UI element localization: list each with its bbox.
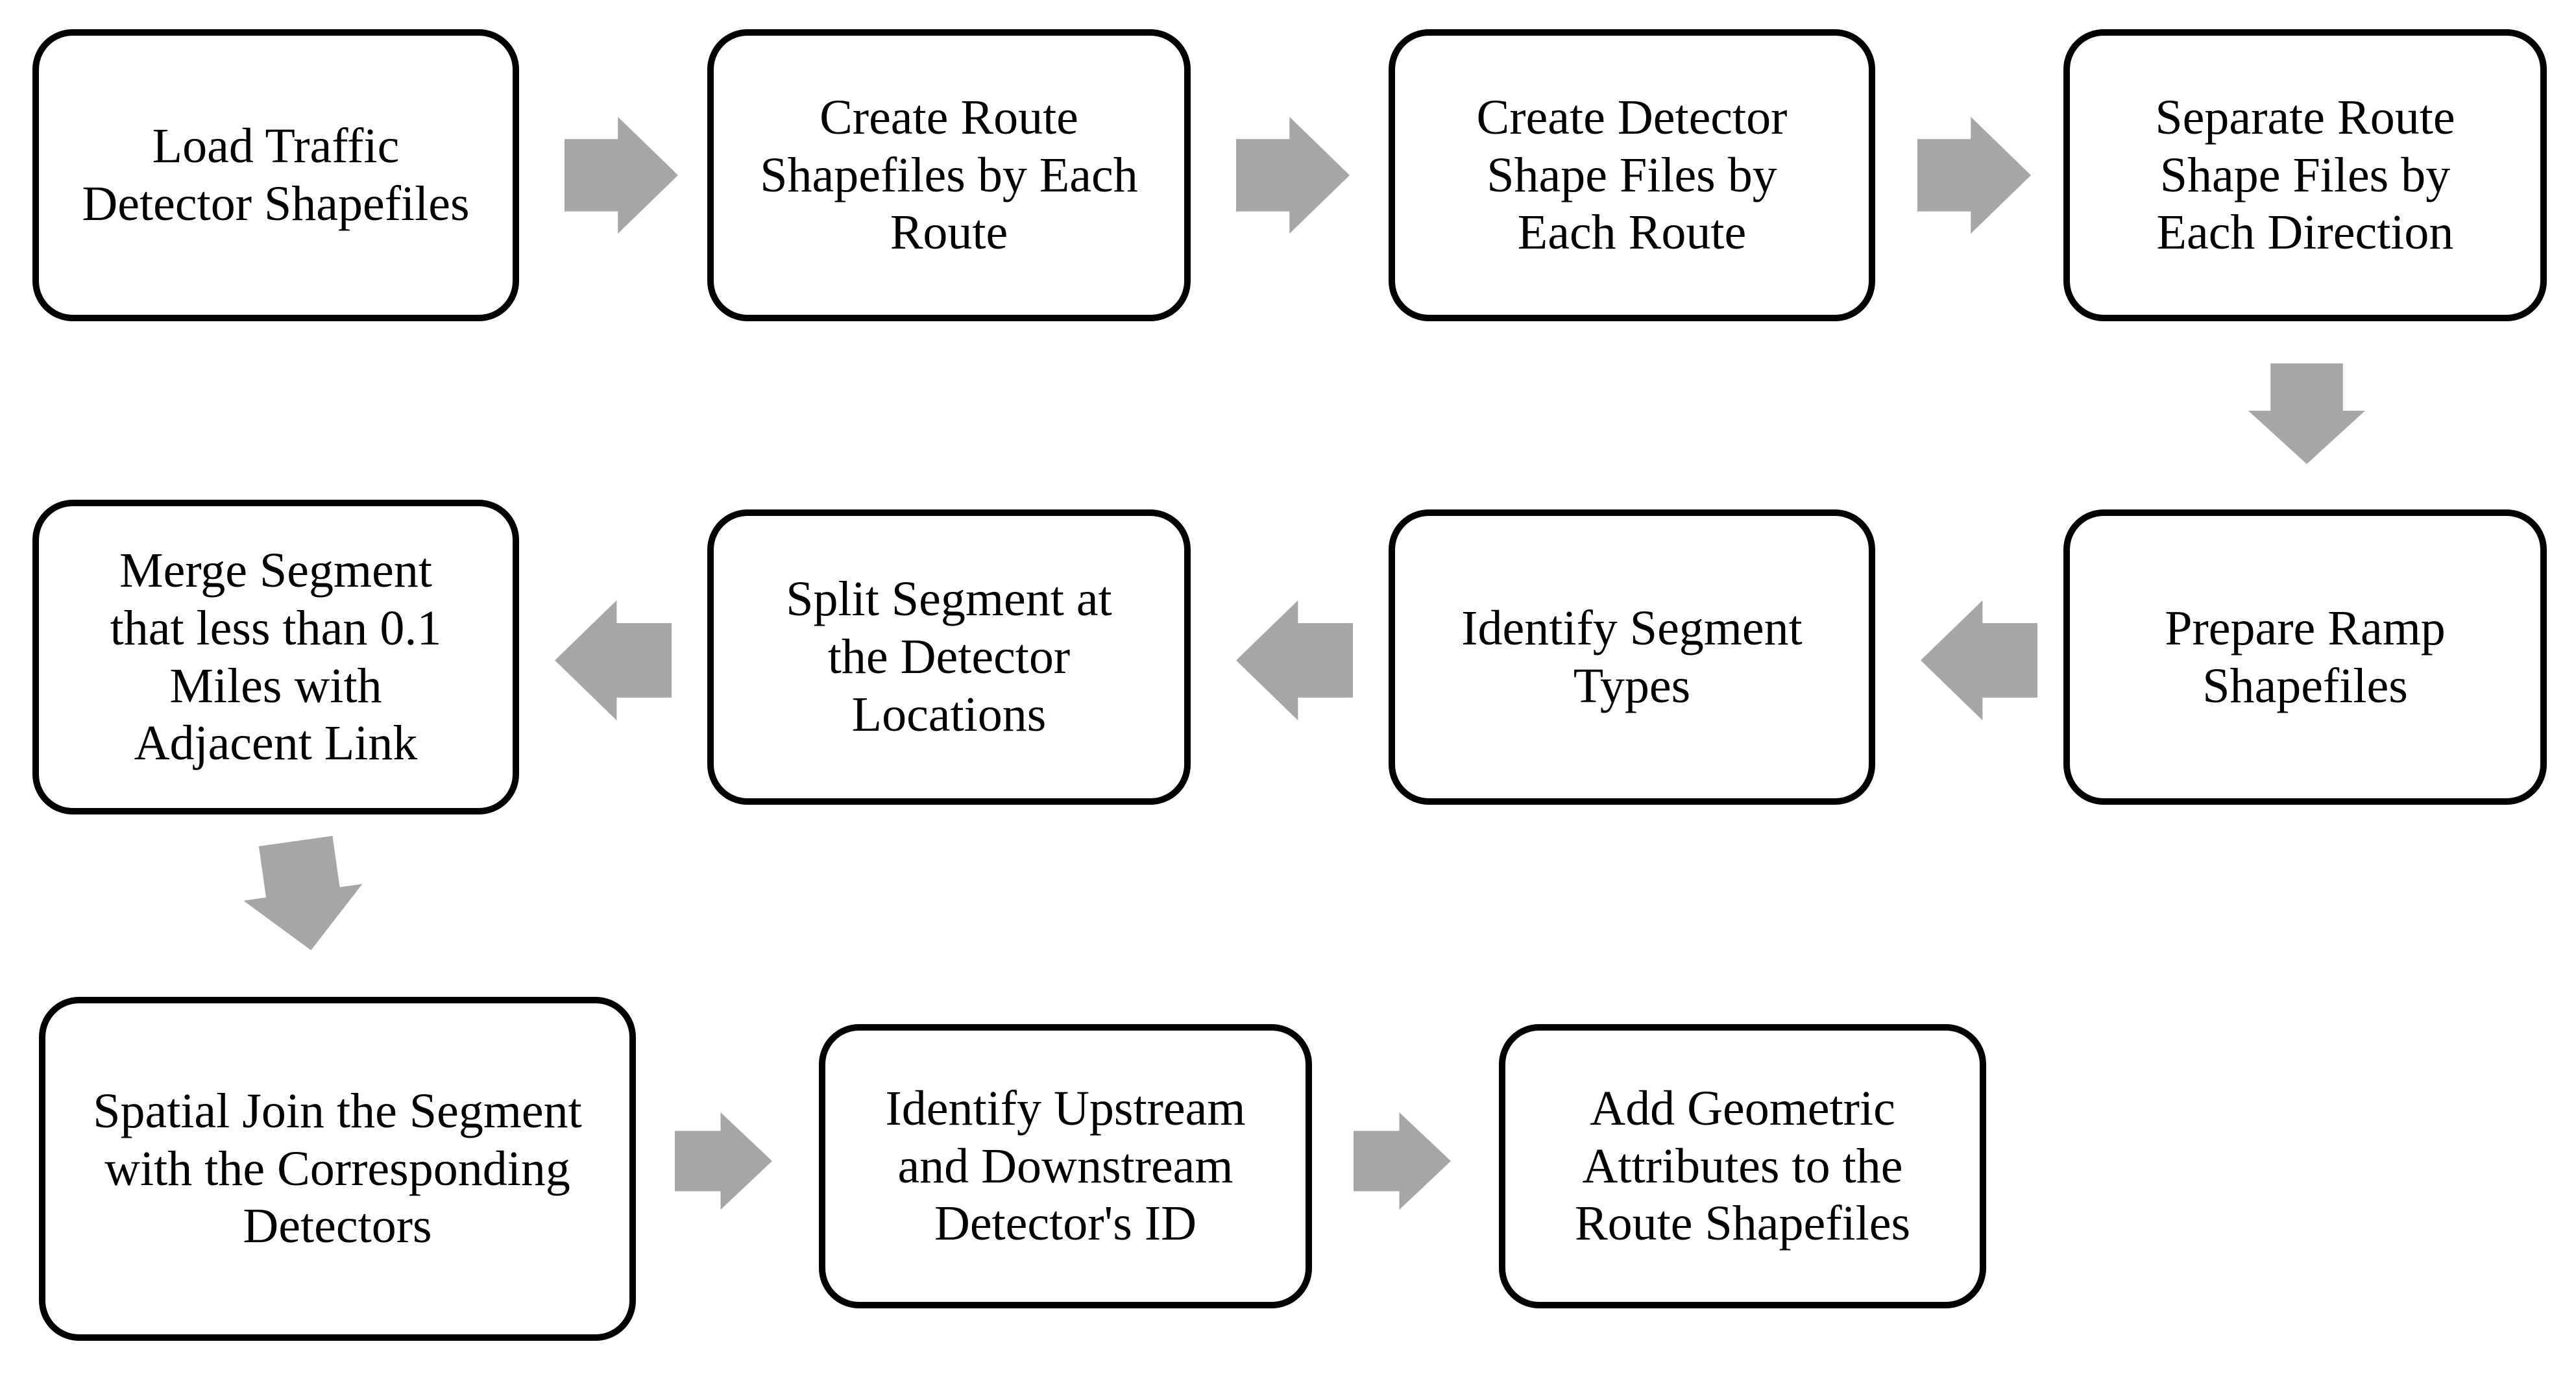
step-label: Create Detector Shape Files by Each Rout… bbox=[1476, 90, 1788, 260]
step-separate-route-shape-files: Separate Route Shape Files by Each Direc… bbox=[2063, 29, 2547, 321]
step-label: Spatial Join the Segment with the Corres… bbox=[93, 1083, 582, 1254]
step-create-route-shapefiles: Create Route Shapefiles by Each Route bbox=[707, 29, 1191, 321]
flow-arrow-left-7-8-icon bbox=[555, 600, 672, 720]
flow-arrow-right-2-3-icon bbox=[1236, 117, 1350, 234]
step-identify-upstream-downstream-detector-id: Identify Upstream and Downstream Detecto… bbox=[819, 1024, 1312, 1308]
step-label: Identify Segment Types bbox=[1461, 600, 1803, 713]
step-label: Create Route Shapefiles by Each Route bbox=[760, 90, 1138, 260]
flow-arrow-down-4-5-icon bbox=[2248, 363, 2365, 464]
step-identify-segment-types: Identify Segment Types bbox=[1389, 509, 1875, 805]
flow-arrow-down-8-9-icon bbox=[236, 833, 371, 959]
step-label: Merge Segment that less than 0.1 Miles w… bbox=[110, 543, 442, 771]
step-label: Prepare Ramp Shapefiles bbox=[2165, 600, 2446, 713]
flow-arrow-left-6-7-icon bbox=[1236, 600, 1353, 720]
step-merge-segment-adjacent-link: Merge Segment that less than 0.1 Miles w… bbox=[32, 500, 519, 814]
step-label: Load Traffic Detector Shapefiles bbox=[82, 119, 470, 231]
step-label: Split Segment at the Detector Locations bbox=[786, 572, 1112, 742]
step-split-segment-at-detector-locations: Split Segment at the Detector Locations bbox=[707, 509, 1191, 805]
flow-arrow-right-10-11-icon bbox=[1354, 1112, 1451, 1210]
step-create-detector-shape-files: Create Detector Shape Files by Each Rout… bbox=[1389, 29, 1875, 321]
step-label: Identify Upstream and Downstream Detecto… bbox=[885, 1081, 1246, 1251]
step-load-traffic-detector-shapefiles: Load Traffic Detector Shapefiles bbox=[32, 29, 519, 321]
step-add-geometric-attributes: Add Geometric Attributes to the Route Sh… bbox=[1499, 1024, 1986, 1308]
flow-arrow-right-1-2-icon bbox=[565, 117, 678, 234]
step-label: Separate Route Shape Files by Each Direc… bbox=[2155, 90, 2455, 260]
flow-arrow-right-9-10-icon bbox=[675, 1112, 772, 1210]
step-prepare-ramp-shapefiles: Prepare Ramp Shapefiles bbox=[2063, 509, 2547, 805]
step-spatial-join-segment-detectors: Spatial Join the Segment with the Corres… bbox=[39, 997, 636, 1341]
step-label: Add Geometric Attributes to the Route Sh… bbox=[1574, 1081, 1911, 1251]
flow-arrow-left-5-6-icon bbox=[1921, 600, 2037, 720]
flow-arrow-right-3-4-icon bbox=[1917, 117, 2031, 234]
